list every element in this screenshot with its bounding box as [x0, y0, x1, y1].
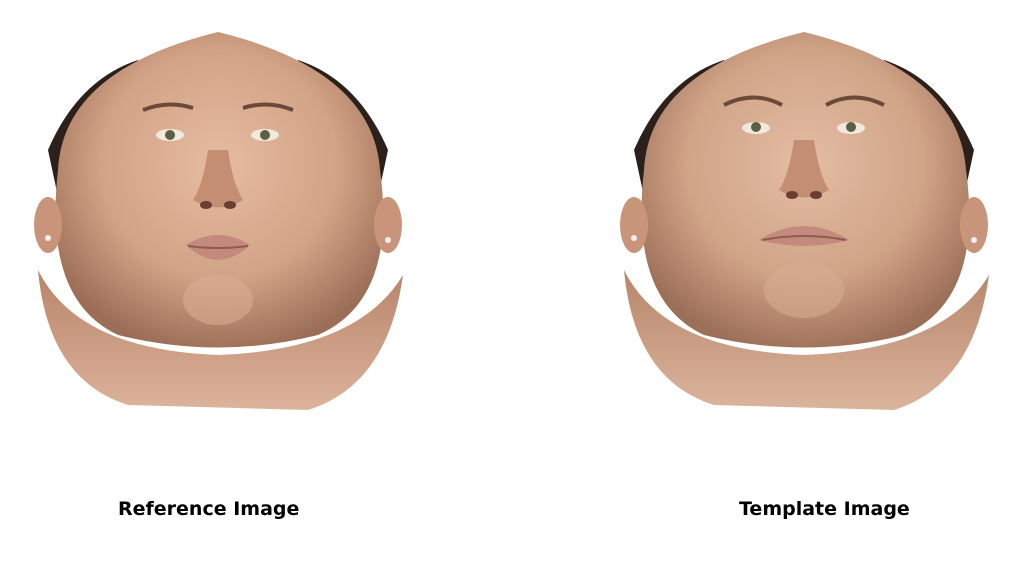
template-face-image [620, 32, 989, 410]
reference-image-panel [18, 0, 418, 430]
reference-face-image [34, 32, 403, 410]
template-image-panel [604, 0, 1004, 430]
reference-image-caption: Reference Image [118, 498, 300, 520]
template-image-caption: Template Image [739, 498, 910, 520]
